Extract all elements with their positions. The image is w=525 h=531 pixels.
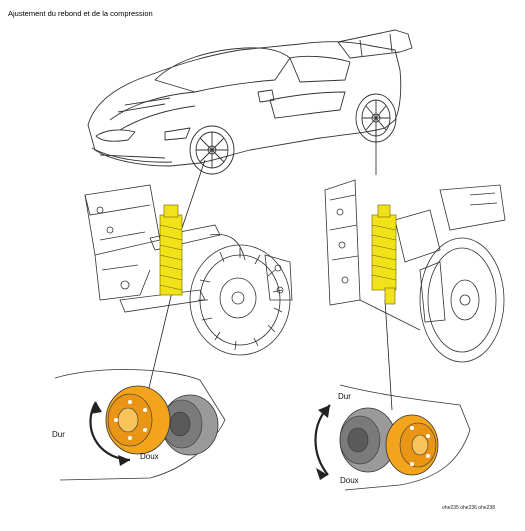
right-adjuster-detail <box>314 384 471 491</box>
right-grey-knob <box>339 407 397 473</box>
rear-suspension-drawing <box>324 179 506 363</box>
right-hard-label: Dur <box>338 392 351 401</box>
left-hard-label: Dur <box>52 430 65 439</box>
front-coil-spring <box>159 204 183 296</box>
car-drawing <box>87 29 413 175</box>
right-soft-label: Doux <box>340 476 359 485</box>
leader-lines <box>147 130 393 411</box>
right-orange-knob <box>385 414 439 476</box>
left-soft-label: Doux <box>140 452 159 461</box>
figure-reference: ohe235 ohe236 ohe238 <box>442 505 495 511</box>
page-title: Ajustement du rebond et de la compressio… <box>8 9 153 18</box>
left-adjuster-detail <box>54 369 226 481</box>
left-orange-knob <box>105 385 171 455</box>
rear-coil-spring <box>371 204 397 305</box>
left-grey-knob <box>161 394 219 456</box>
front-suspension-drawing <box>84 184 293 356</box>
